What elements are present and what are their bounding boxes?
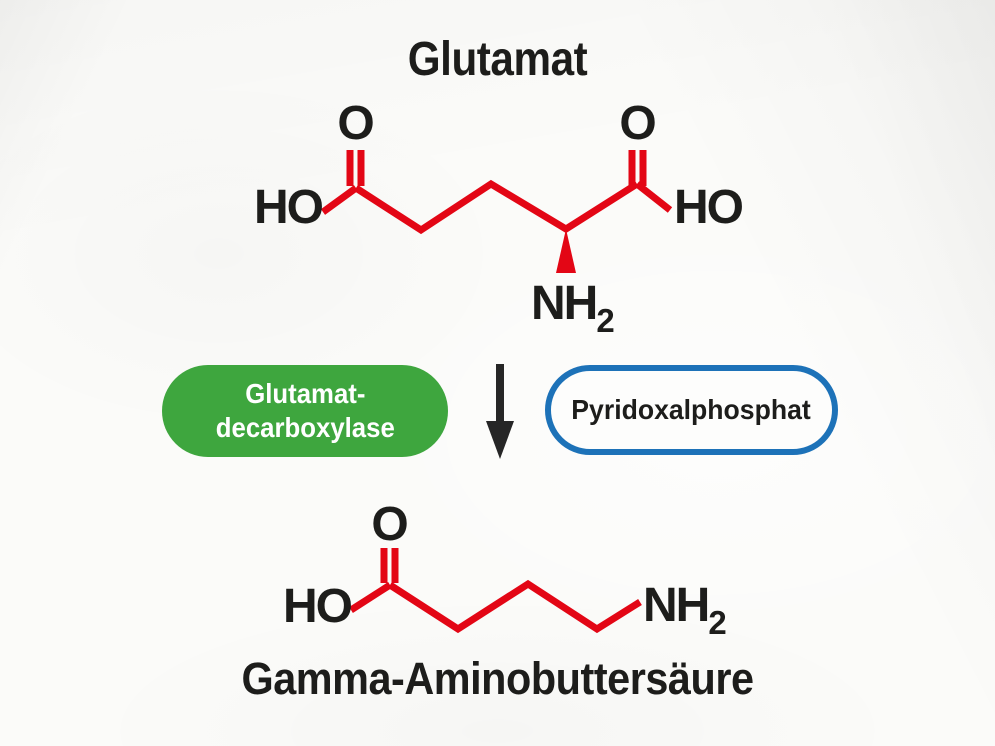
- bond-ho-left: [320, 185, 359, 215]
- backbone-bonds: [354, 179, 639, 235]
- atom-nh-subscript: 2: [596, 302, 614, 339]
- atom-o: O: [371, 498, 407, 551]
- atom-nh-subscript: 2: [708, 604, 726, 641]
- atom-nh2: NH2: [531, 277, 615, 339]
- atom-o-right: O: [619, 97, 655, 150]
- wedge-bond: [556, 229, 576, 273]
- arrow-head: [486, 421, 514, 459]
- glutamate-atom-labels: O O HO HO NH2: [254, 97, 745, 339]
- cofactor-label: Pyridoxalphosphat: [571, 394, 812, 425]
- atom-ho: HO: [283, 580, 352, 633]
- atom-o-left: O: [337, 97, 373, 150]
- atom-ho-left: HO: [254, 181, 323, 234]
- atom-nh2: NH2: [643, 579, 727, 641]
- enzyme-label-line1: Glutamat-: [244, 378, 366, 409]
- atom-ho-right: HO: [674, 181, 743, 234]
- cofactor-pill: Pyridoxalphosphat: [545, 365, 838, 455]
- product-title: Gamma-Aminobuttersäure: [241, 653, 754, 704]
- backbone-bonds: [388, 579, 642, 634]
- atom-nh: NH: [643, 579, 708, 632]
- reaction-arrow: [486, 364, 514, 459]
- gaba-structure: [349, 548, 642, 634]
- enzyme-pill: Glutamat- decarboxylase: [162, 365, 448, 457]
- gaba-atom-labels: O HO NH2: [283, 498, 727, 641]
- bond-ho-right: [634, 181, 673, 213]
- atom-nh: NH: [531, 277, 596, 330]
- enzyme-label-line2: decarboxylase: [215, 412, 395, 443]
- substrate-title: Glutamat: [407, 33, 588, 86]
- glutamate-structure: [320, 150, 673, 273]
- bond-ho: [349, 582, 392, 613]
